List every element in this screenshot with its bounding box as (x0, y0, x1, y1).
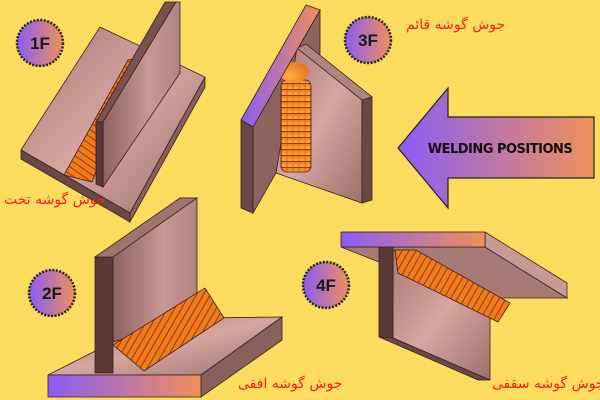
weld-bead (280, 79, 312, 173)
badge-1f: 1F (15, 18, 65, 68)
top-plate-edge (340, 231, 486, 248)
right-plate-edge (361, 96, 373, 204)
badge-code: 3F (358, 31, 378, 50)
left-plate-front (240, 119, 254, 214)
base-plate-front (47, 374, 202, 398)
label-3f: جوش گوشه قائم (406, 17, 506, 33)
badge-4f: 4F (301, 260, 351, 310)
badge-code: 2F (42, 284, 62, 303)
vertical-plate-edge (94, 256, 114, 374)
vertical-plate-top (93, 197, 199, 258)
base-plate-side (129, 76, 206, 224)
joint-1f (20, 1, 206, 224)
badge-code: 1F (30, 34, 50, 53)
left-arrow-icon: WELDING POSITIONS (397, 86, 595, 210)
label-4f: جوش گوشه سقفی (492, 376, 600, 392)
badge-2f: 2F (27, 268, 77, 318)
weld-bead (112, 287, 225, 372)
badge-code: 4F (316, 276, 336, 295)
vertical-plate-edge (378, 246, 394, 339)
badge-3f: 3F (343, 15, 393, 65)
vertical-plate-bottom (378, 336, 491, 381)
joint-3f (240, 4, 373, 215)
arrow-title: WELDING POSITIONS (428, 142, 573, 157)
vertical-plate-edge (95, 121, 104, 188)
joint-4f (340, 231, 569, 381)
label-1f: جوش گوشه تخت (4, 192, 106, 208)
weld-bead (394, 249, 511, 323)
right-plate-top (296, 43, 373, 101)
joint-2f (47, 197, 284, 398)
label-2f: جوش گوشه افقی (238, 376, 343, 392)
